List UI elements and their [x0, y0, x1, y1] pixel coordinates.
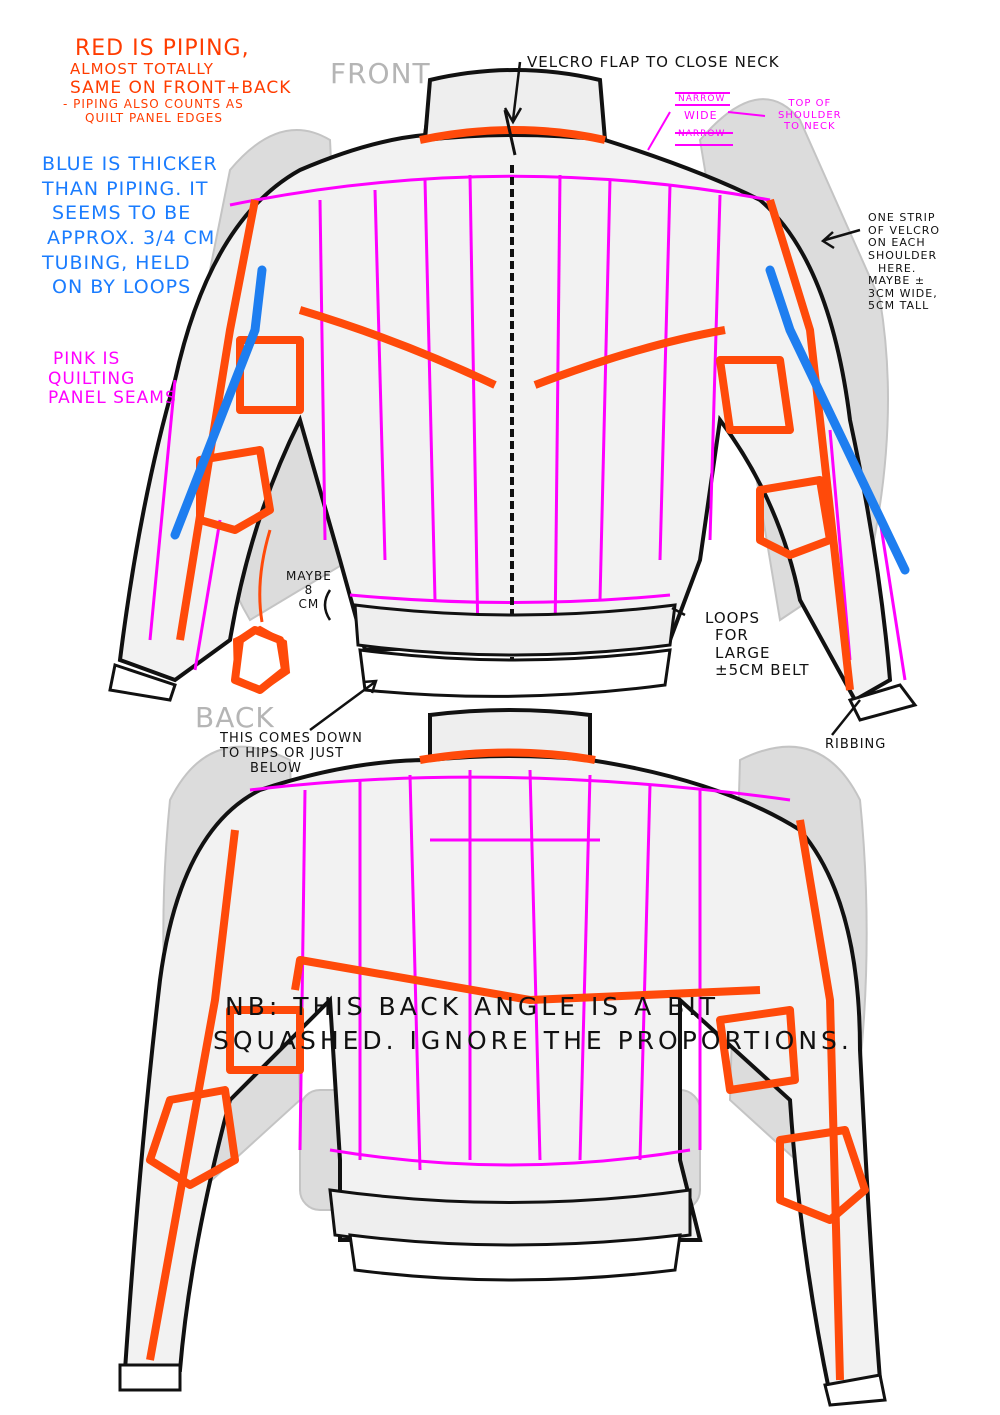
ribbing-note: Ribbing — [825, 737, 887, 752]
note-line: to hips or just — [220, 745, 345, 761]
tubing-note-line: tubing, held — [42, 251, 191, 274]
piping-note-line: same on front+back — [70, 77, 292, 98]
nb-note-line: NB: This back angle is a bit — [225, 992, 719, 1021]
velcro-neck-note: Velcro flap to close neck — [527, 53, 780, 71]
note-line: ±5cm belt — [715, 660, 810, 679]
note-line: large — [715, 643, 771, 662]
back-label: BACK — [195, 701, 275, 734]
seams-note-line: panel seams — [48, 388, 177, 409]
tubing-note-line: on by loops — [52, 276, 192, 299]
note-line: below — [250, 760, 302, 776]
hips-note: This comes down to hips or just below — [220, 731, 363, 777]
front-blue-tubing — [170, 265, 910, 575]
seams-note: Pink is quilting panel seams — [48, 349, 177, 409]
nb-note-line: squashed. Ignore the proportions. — [213, 1025, 853, 1055]
note-line: 8 — [304, 582, 314, 597]
note-line: 5cm tall — [868, 299, 930, 313]
note-line: of velcro — [868, 223, 941, 237]
front-ribbing — [358, 648, 672, 698]
note-line: here. — [878, 261, 917, 275]
front-waistband — [353, 603, 677, 657]
back-ribbing — [348, 1233, 682, 1282]
back-jacket — [118, 708, 887, 1407]
velcro-shoulder-note: One strip of velcro on each shoulder her… — [868, 211, 941, 313]
note-line: cm — [298, 596, 320, 611]
tubing-note-line: than piping. It — [42, 177, 209, 200]
collar-band-markers — [647, 92, 766, 151]
note-line: shoulder — [868, 248, 938, 262]
note-line: One strip — [868, 211, 936, 224]
tubing-note: Blue is thicker than piping. It seems to… — [42, 152, 218, 300]
front-cuff-left — [108, 663, 177, 702]
front-cuff-right — [847, 683, 918, 722]
nb-note: NB: This back angle is a bit squashed. I… — [213, 990, 853, 1058]
note-line: Loops — [705, 609, 761, 627]
note-line: on each — [868, 236, 926, 250]
note-line: Top of — [788, 98, 832, 109]
back-cuff-left — [118, 1363, 182, 1392]
piping-note-line: almost totally — [70, 60, 214, 79]
note-line: for — [715, 626, 749, 645]
front-quilting-seams — [148, 174, 907, 681]
collar-band-label: wide — [684, 109, 718, 123]
front-piping — [176, 126, 854, 694]
note-line: to neck — [784, 121, 836, 132]
note-line: Maybe ± — [868, 274, 926, 288]
hexagon-patch-icon — [232, 625, 291, 693]
note-line: Maybe — [286, 569, 332, 583]
back-piping — [146, 748, 869, 1381]
front-jacket — [108, 68, 918, 722]
belt-loops-note: Loops for large ±5cm belt — [705, 609, 810, 679]
piping-note-line: quilt panel edges — [85, 110, 224, 125]
collar-bands-note: narrow wide narrow — [678, 94, 725, 139]
piping-note-line: Red is piping, — [75, 36, 250, 61]
piping-note-line: - piping also counts as — [63, 97, 244, 112]
front-label: FRONT — [330, 57, 431, 90]
note-line: This comes down — [220, 731, 363, 746]
tubing-note-line: seems to be — [52, 202, 192, 225]
collar-band-label: narrow — [678, 94, 726, 104]
shoulder-to-neck-note: Top of shoulder to neck — [778, 98, 842, 133]
seams-note-line: quilting — [48, 368, 136, 389]
note-line: 3cm wide, — [868, 286, 938, 300]
annotation-arrows — [309, 61, 861, 736]
tubing-note-line: approx. 3/4 cm — [47, 227, 216, 250]
piping-note: Red is piping, almost totally same on fr… — [63, 36, 291, 126]
tubing-note-line: Blue is thicker — [42, 153, 218, 175]
maybe-8cm-note: Maybe 8 cm — [286, 569, 332, 611]
note-line: shoulder — [778, 109, 842, 121]
seams-note-line: Pink is — [53, 349, 121, 369]
back-cuff-right — [823, 1373, 887, 1407]
collar-band-label: narrow — [678, 128, 726, 139]
